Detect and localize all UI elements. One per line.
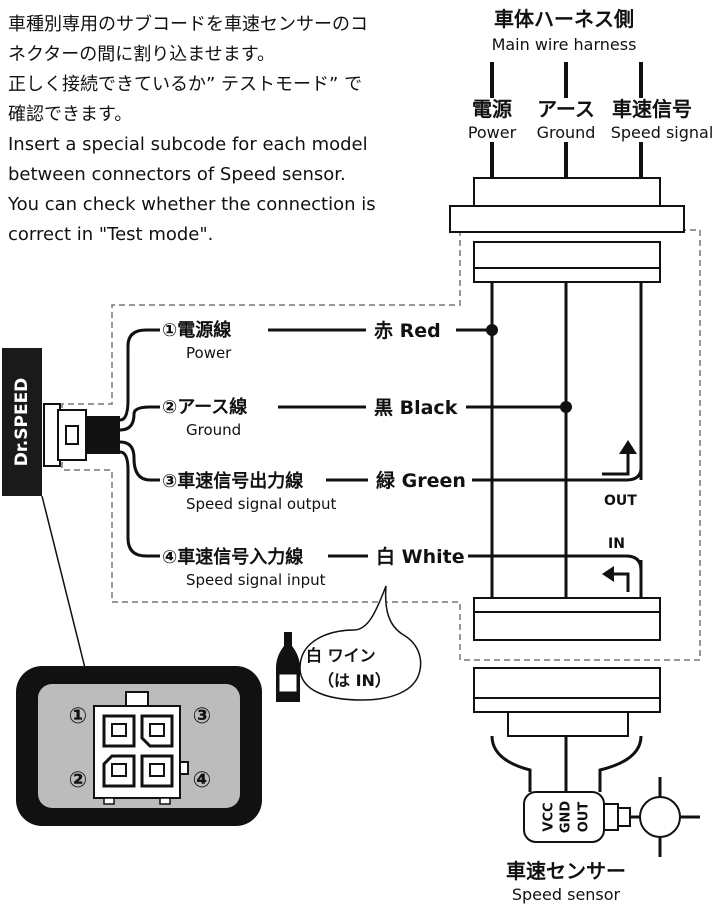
sensor-title-jp: 車速センサー	[506, 859, 626, 883]
wine-bottle-icon	[276, 632, 300, 702]
description-en-line-2: between connectors of Speed sensor.	[8, 164, 346, 185]
wire-row-ground: ②アース線 Ground 黒 Black	[162, 396, 572, 439]
wire-power-label-en: Power	[186, 344, 232, 362]
sensor-side-connector	[473, 667, 661, 713]
wire-input-label-en: Speed signal input	[186, 571, 326, 589]
subcode-dashed-outline	[61, 229, 701, 661]
harness-connector-top	[449, 177, 685, 233]
harness-title-en: Main wire harness	[492, 35, 637, 54]
drspeed-name: Dr.SPEED	[12, 378, 32, 467]
description-en-line-4: correct in "Test mode".	[8, 224, 214, 245]
description-jp-line-1: 車種別専用のサブコードを車速センサーのコ	[8, 14, 368, 35]
wire-output-label-en: Speed signal output	[186, 495, 337, 513]
in-label: IN	[608, 536, 625, 552]
wire-ground-color: 黒 Black	[374, 397, 458, 419]
description-jp-line-3: 正しく接続できているか” テストモード” で	[8, 74, 363, 95]
pin-1-label: ①	[69, 704, 88, 729]
sensor-pin-gnd: GND	[559, 801, 574, 834]
harness-top-wires	[490, 62, 643, 178]
description: 車種別専用のサブコードを車速センサーのコ ネクターの間に割り込ませます。 正しく…	[8, 10, 448, 250]
wire-ground-label-en: Ground	[186, 421, 241, 439]
wire-row-input: ④車速信号入力線 Speed signal input 白 White IN	[162, 536, 643, 598]
sensor-title-en: Speed sensor	[512, 885, 621, 904]
speed-sensor-icon	[523, 777, 700, 857]
harness-ground-jp: アース	[537, 97, 595, 121]
out-arrow-icon	[619, 440, 637, 454]
pinout-illustration	[16, 666, 262, 826]
harness-power-jp: 電源	[472, 97, 512, 121]
callout-line-2: （は IN）	[318, 671, 391, 690]
wire-row-output: ③車速信号出力線 Speed signal output 緑 Green OUT	[162, 440, 643, 513]
drspeed-connector	[43, 403, 120, 467]
wire-power-label-jp: ①電源線	[162, 319, 231, 341]
drspeed-wires	[119, 328, 160, 558]
drspeed-label-box	[2, 348, 42, 496]
wine-callout: 白 ワイン （は IN）	[299, 585, 422, 701]
description-en-line-3: You can check whether the connection is	[8, 194, 376, 215]
wire-ground-label-jp: ②アース線	[162, 396, 247, 418]
description-jp-line-4: 確認できます。	[8, 104, 133, 125]
pinout-leader-line	[41, 495, 89, 681]
in-arrow-icon	[602, 566, 614, 582]
description-jp-line-2: ネクターの間に割り込ませます。	[8, 44, 275, 65]
harness-speed-jp: 車速信号	[612, 97, 692, 121]
callout-line-1: 白 ワイン	[306, 646, 376, 665]
subcode-connector-bottom	[473, 597, 661, 641]
harness-speed-en: Speed signal	[611, 123, 714, 142]
harness-title-jp: 車体ハーネス側	[494, 7, 634, 31]
in-arrow-shaft	[612, 572, 630, 592]
power-splice-dot	[486, 324, 498, 336]
sensor-cable	[490, 711, 643, 792]
description-en-line-1: Insert a special subcode for each model	[8, 134, 368, 155]
pin-2-label: ②	[69, 768, 88, 793]
ground-splice-dot	[560, 401, 572, 413]
wire-output-color: 緑 Green	[376, 469, 466, 492]
harness-ground-en: Ground	[537, 123, 596, 142]
wire-power-color: 赤 Red	[374, 320, 441, 342]
sensor-pin-out: OUT	[577, 802, 592, 833]
harness-power-en: Power	[468, 123, 517, 142]
sensor-pin-vcc: VCC	[542, 802, 557, 831]
wire-row-power: ①電源線 Power 赤 Red	[162, 319, 498, 362]
wire-input-color: 白 White	[376, 545, 465, 568]
out-label: OUT	[604, 493, 637, 509]
subcode-connector-top	[473, 241, 661, 283]
wire-output-label-jp: ③車速信号出力線	[162, 470, 303, 492]
out-arrow-shaft	[602, 452, 630, 476]
pin-4-label: ④	[193, 768, 212, 793]
pin-3-label: ③	[193, 704, 212, 729]
wire-input-label-jp: ④車速信号入力線	[162, 546, 303, 568]
